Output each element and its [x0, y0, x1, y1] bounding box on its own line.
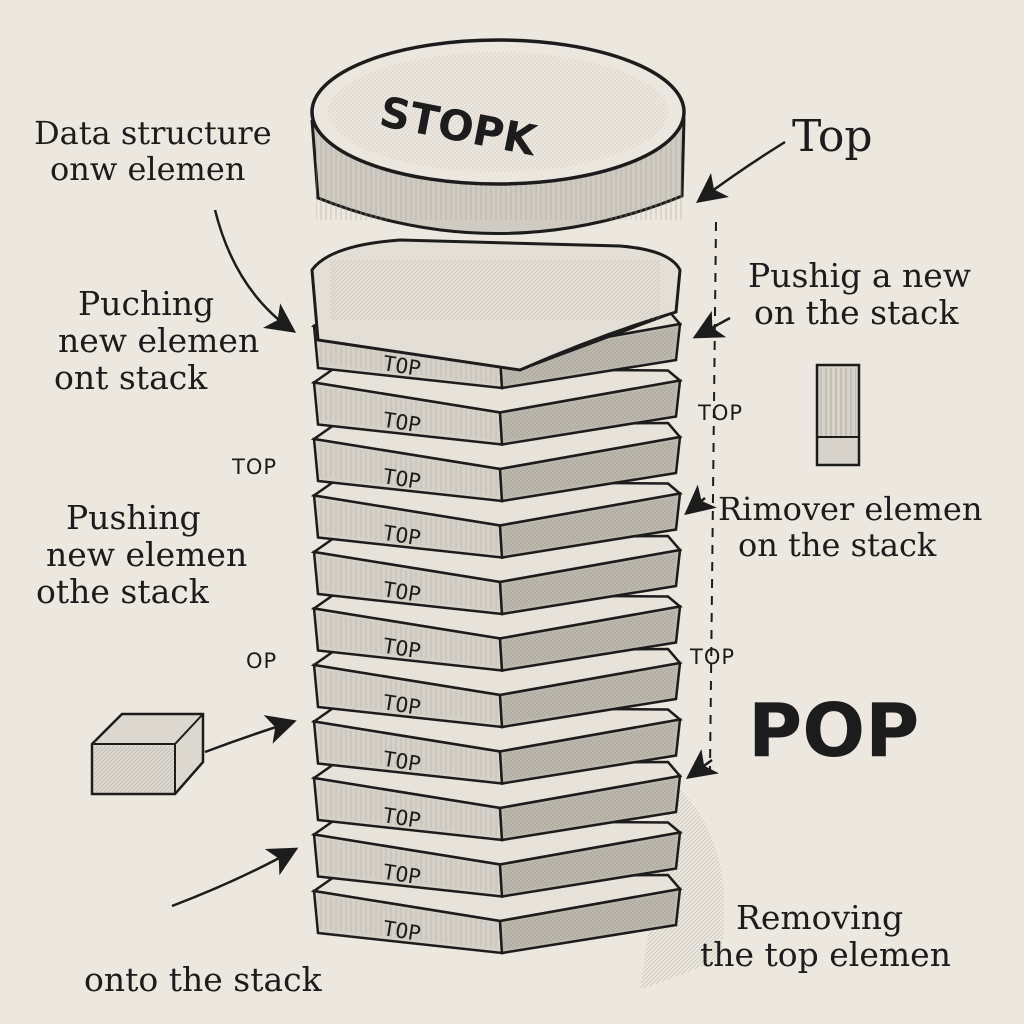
small-block-right — [815, 363, 861, 467]
arrow-to-top — [695, 140, 786, 203]
slab-label: TOP — [381, 634, 422, 664]
label-rimover: Rimover elemen on the stack — [718, 490, 983, 564]
top-disk — [310, 38, 686, 235]
slab-label: TOP — [381, 690, 422, 720]
label-puching: Puching new elemen ont stack — [54, 284, 259, 397]
stack-slab: TOP — [310, 421, 683, 503]
dashed-guide — [709, 221, 717, 771]
slab-label: TOP — [381, 916, 422, 946]
label-puching-line3: ont stack — [54, 357, 208, 397]
arrow-rimover — [684, 484, 717, 516]
label-pop: POP — [748, 688, 920, 774]
label-rimover-line1: Rimover elemen — [718, 490, 983, 528]
slab-label: TOP — [381, 860, 422, 890]
arrow-pop — [685, 749, 720, 779]
slab-label: TOP — [381, 577, 422, 607]
slab-label: TOP — [381, 747, 422, 777]
slab-label: TOP — [381, 351, 422, 381]
slab-label: TOP — [381, 521, 422, 551]
label-rimover-line2: on the stack — [738, 525, 937, 564]
label-removing: Removing the top elemen — [700, 898, 951, 974]
label-removing-line1: Removing — [736, 898, 904, 937]
label-data-structure: Data structure onw elemen — [34, 114, 272, 188]
label-pushig: Pushig a new on the stack — [748, 256, 972, 332]
arrow-block-left — [204, 715, 297, 754]
label-pushig-line1: Pushig a new — [748, 256, 972, 295]
label-puching-line1: Puching — [78, 284, 215, 323]
stack-slab: TOP — [310, 480, 683, 559]
arrow-push-left — [213, 209, 297, 333]
label-top-small-left: TOP — [232, 455, 278, 479]
stack-slab: TOP — [310, 819, 683, 898]
label-op-small: OP — [246, 649, 278, 673]
slab-label: TOP — [381, 408, 422, 438]
label-removing-line2: the top elemen — [700, 934, 951, 974]
slab-label: TOP — [381, 803, 422, 833]
stack-slabs: TOP TOP TOP TOP TOP TOP TOP TOP TOP TOP TOP — [310, 308, 683, 955]
label-pushing-line3: othe stack — [36, 571, 209, 611]
top-soft-slab — [310, 238, 682, 372]
arrow-push-right — [692, 310, 731, 339]
small-block-left — [90, 712, 205, 796]
label-pushing: Pushing new elemen othe stack — [36, 498, 247, 611]
label-top: Top — [792, 111, 873, 162]
label-pushing-line1: Pushing — [66, 498, 201, 537]
stack-slab: TOP — [310, 593, 683, 672]
label-pushig-line2: on the stack — [754, 292, 959, 332]
label-pushing-line2: new elemen — [46, 534, 248, 574]
label-puching-line2: new elemen — [58, 320, 260, 360]
label-top-small-right-2: TOP — [690, 645, 736, 669]
label-onto: onto the stack — [84, 960, 322, 999]
label-data-structure-line2: onw elemen — [50, 149, 246, 188]
label-top-small-right-1: TOP — [698, 401, 744, 425]
slab-label: TOP — [381, 464, 422, 494]
stack-slab: TOP — [310, 367, 683, 446]
stack-shadow — [640, 780, 725, 990]
arrow-onto — [171, 847, 299, 908]
label-data-structure-line1: Data structure — [34, 114, 272, 152]
stack-slab: TOP — [310, 706, 683, 785]
